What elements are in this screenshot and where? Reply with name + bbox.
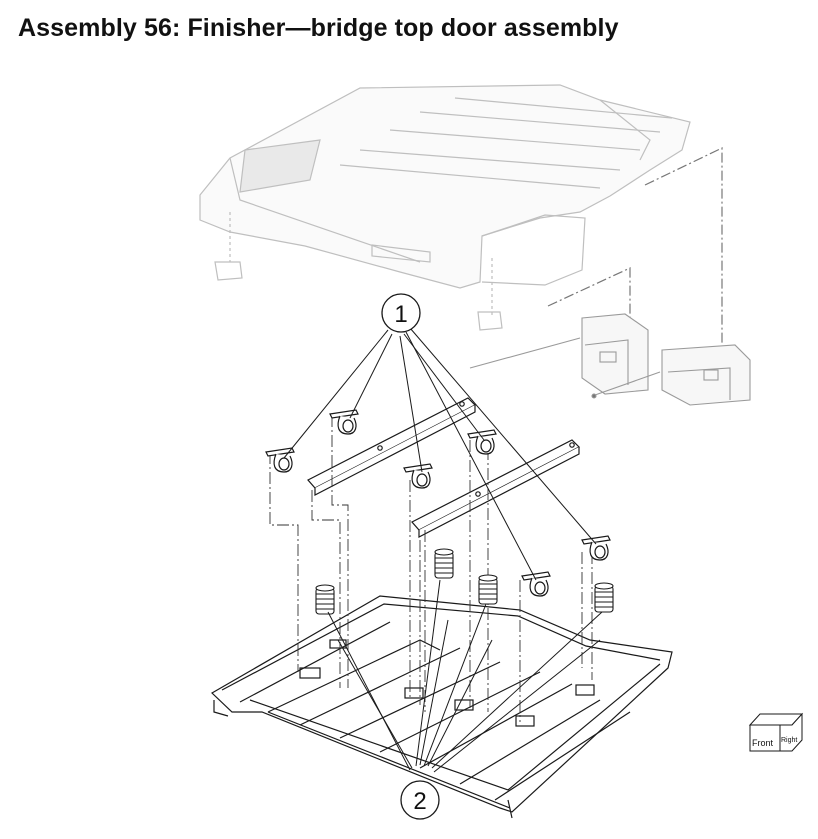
callout-2-leaders	[327, 579, 603, 773]
callout-2-label: 2	[413, 788, 426, 815]
hinge-clip	[403, 463, 433, 489]
hinge-brackets	[469, 313, 751, 406]
hinge-clip	[521, 571, 551, 597]
springs	[315, 548, 614, 615]
callout-2: 2	[327, 579, 603, 820]
hinge-clip	[329, 409, 359, 435]
hinge-clips	[265, 409, 611, 597]
callout-1: 1	[283, 293, 597, 581]
spring	[315, 584, 335, 615]
callout-1-leaders	[283, 327, 597, 581]
top-door-cover	[199, 84, 723, 358]
callout-1-label: 1	[394, 301, 407, 328]
hinge-clip	[467, 429, 497, 455]
hinge-clip	[581, 535, 611, 561]
page-title: Assembly 56: Finisher—bridge top door as…	[18, 14, 619, 42]
spring	[478, 574, 498, 605]
cube-right-label: Right	[781, 737, 797, 744]
guide-rails	[307, 397, 581, 538]
spring	[594, 582, 614, 613]
spring	[434, 548, 454, 579]
cube-front-label: Front	[752, 738, 774, 748]
orientation-cube-icon: Front Right	[748, 712, 804, 752]
door-frame	[211, 595, 673, 819]
